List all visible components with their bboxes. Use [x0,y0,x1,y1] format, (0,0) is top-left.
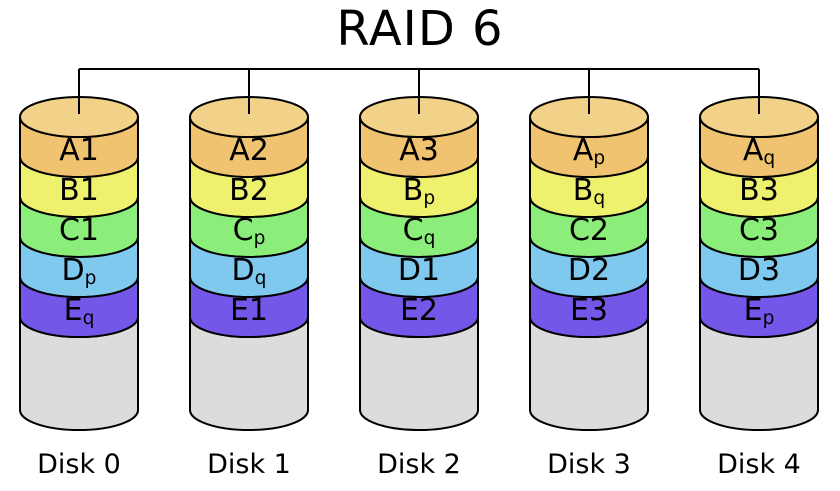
block-parity-subscript: p [593,148,606,170]
block-label: Dp [20,254,138,288]
disk-label: Disk 3 [547,449,631,480]
block-id: E1 [229,293,269,328]
block-label: Cp [190,214,308,248]
block-label: A1 [20,134,138,168]
block-id: B [402,173,424,208]
block-id: A2 [229,133,269,168]
block-label: Eq [20,294,138,328]
block-id: C1 [58,213,100,248]
block-id: A3 [399,133,439,168]
block-id: E2 [399,293,439,328]
block-id: D1 [397,253,441,288]
disk-label: Disk 2 [377,449,461,480]
block-id: D [231,253,255,288]
block-label: Dq [190,254,308,288]
block-parity-subscript: p [84,268,97,290]
disk-label: Disk 0 [37,449,121,480]
block-parity-subscript: p [762,308,775,330]
block-id: E [63,293,83,328]
block-id: E [743,293,763,328]
block-id: A [572,133,594,168]
block-id: B1 [59,173,99,208]
block-parity-subscript: q [82,308,95,330]
block-label: C1 [20,214,138,248]
block-label: Ap [530,134,648,168]
block-id: B2 [229,173,269,208]
block-parity-subscript: q [423,228,436,250]
block-id: C2 [568,213,610,248]
disk-block [189,276,309,338]
block-id: B [572,173,594,208]
block-id: B3 [739,173,779,208]
disk-block [359,276,479,338]
block-id: A [742,133,764,168]
block-parity-subscript: p [423,188,436,210]
block-label: Bp [360,174,478,208]
block-label: C2 [530,214,648,248]
diagram-title: RAID 6 [336,1,504,57]
block-id: A1 [59,133,99,168]
block-label: D3 [700,254,818,288]
block-label: Cq [360,214,478,248]
block-label: D1 [360,254,478,288]
disk-block [699,276,819,338]
block-label: E3 [530,294,648,328]
block-id: E3 [569,293,609,328]
block-id: D [61,253,85,288]
block-label: C3 [700,214,818,248]
block-id: D2 [567,253,611,288]
block-label: Bq [530,174,648,208]
block-label: B2 [190,174,308,208]
block-parity-subscript: q [254,268,267,290]
disk-label: Disk 4 [717,449,801,480]
disk-label: Disk 1 [207,449,291,480]
block-id: D3 [737,253,781,288]
block-parity-subscript: q [763,148,776,170]
block-label: D2 [530,254,648,288]
block-parity-subscript: p [253,228,266,250]
block-label: Aq [700,134,818,168]
disk-block [19,276,139,338]
block-label: B3 [700,174,818,208]
block-label: A3 [360,134,478,168]
block-id: C3 [738,213,780,248]
block-label: E1 [190,294,308,328]
block-id: C [232,213,254,248]
block-parity-subscript: q [593,188,606,210]
block-id: C [402,213,424,248]
disk-block [529,276,649,338]
block-label: A2 [190,134,308,168]
block-label: E2 [360,294,478,328]
block-label: B1 [20,174,138,208]
block-label: Ep [700,294,818,328]
